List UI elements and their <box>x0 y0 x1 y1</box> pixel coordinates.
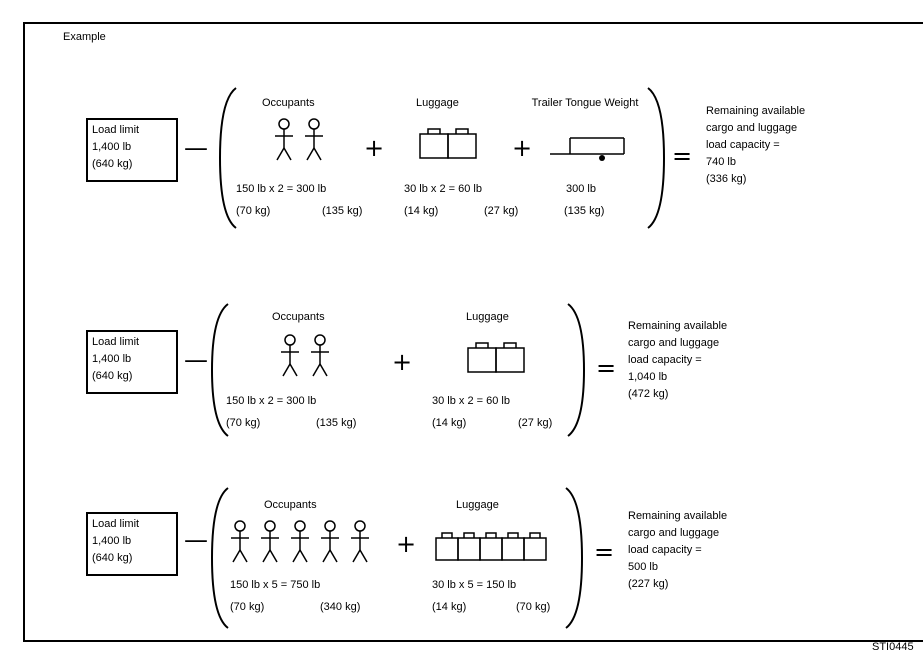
result-line: load capacity = <box>628 544 702 556</box>
remaining-capacity-result: Remaining available cargo and luggage load… <box>628 318 727 403</box>
load-limit-box: Load limit 1,400 lb (640 kg) <box>86 512 178 576</box>
luggage-icon <box>435 532 547 561</box>
tongue-weight-lb: 300 lb <box>566 183 596 195</box>
result-line: Remaining available <box>628 320 728 332</box>
result-line: Remaining available <box>628 510 728 522</box>
left-parenthesis <box>210 303 229 437</box>
result-line: (227 kg) <box>628 578 669 590</box>
right-parenthesis <box>647 87 666 229</box>
plus-sign: + <box>512 134 533 162</box>
occupants-label: Occupants <box>262 97 315 109</box>
result-line: cargo and luggage <box>628 337 720 349</box>
trailer-hitch-icon <box>550 137 625 161</box>
occupants-icon <box>231 520 369 563</box>
occupants-calc: 150 lb x 5 = 750 lb <box>230 579 321 591</box>
plus-sign: + <box>396 530 417 558</box>
load-limit-lb: 1,400 lb <box>92 141 132 153</box>
luggage-calc: 30 lb x 2 = 60 lb <box>404 183 482 195</box>
minus-sign: — <box>184 346 208 374</box>
luggage-kg-total: (27 kg) <box>484 205 519 217</box>
load-limit-box: Load limit 1,400 lb (640 kg) <box>86 330 178 394</box>
trailer-tongue-weight-label: Trailer Tongue Weight <box>531 97 639 109</box>
luggage-item-kg: (14 kg) <box>432 417 467 429</box>
result-line: 740 lb <box>706 156 736 168</box>
right-parenthesis <box>567 303 586 437</box>
minus-sign: — <box>184 526 208 554</box>
luggage-label: Luggage <box>456 499 499 511</box>
result-line: 500 lb <box>628 561 658 573</box>
occupants-label: Occupants <box>272 311 325 323</box>
luggage-item-kg: (14 kg) <box>404 205 439 217</box>
occupants-kg-total: (135 kg) <box>322 205 363 217</box>
luggage-kg-total: (70 kg) <box>516 601 551 613</box>
result-line: load capacity = <box>628 354 702 366</box>
result-line: cargo and luggage <box>628 527 720 539</box>
left-parenthesis <box>210 487 229 629</box>
load-limit-lb: 1,400 lb <box>92 353 132 365</box>
figure-code: STI0445 <box>872 641 914 653</box>
equals-sign: = <box>594 538 615 566</box>
load-limit-label: Load limit <box>92 336 140 348</box>
luggage-item-kg: (14 kg) <box>432 601 467 613</box>
occupants-icon <box>275 118 323 161</box>
result-line: Remaining available <box>706 105 806 117</box>
result-line: (472 kg) <box>628 388 669 400</box>
load-limit-kg: (640 kg) <box>92 158 133 170</box>
example-heading: Example <box>63 31 106 43</box>
luggage-calc: 30 lb x 2 = 60 lb <box>432 395 510 407</box>
occupants-icon <box>281 334 329 377</box>
luggage-kg-total: (27 kg) <box>518 417 553 429</box>
load-limit-box: Load limit 1,400 lb (640 kg) <box>86 118 178 182</box>
load-limit-kg: (640 kg) <box>92 370 133 382</box>
luggage-label: Luggage <box>416 97 459 109</box>
luggage-icon <box>467 342 525 373</box>
occupants-kg-total: (135 kg) <box>316 417 357 429</box>
occupants-calc: 150 lb x 2 = 300 lb <box>236 183 327 195</box>
plus-sign: + <box>392 348 413 376</box>
load-limit-lb: 1,400 lb <box>92 535 132 547</box>
tongue-weight-kg: (135 kg) <box>564 205 605 217</box>
figure-frame <box>23 22 923 642</box>
load-limit-kg: (640 kg) <box>92 552 133 564</box>
plus-sign: + <box>364 134 385 162</box>
result-line: load capacity = <box>706 139 780 151</box>
occupants-calc: 150 lb x 2 = 300 lb <box>226 395 317 407</box>
occupant-kg: (70 kg) <box>226 417 261 429</box>
luggage-icon <box>419 128 477 159</box>
equals-sign: = <box>672 142 693 170</box>
load-limit-label: Load limit <box>92 518 140 530</box>
luggage-calc: 30 lb x 5 = 150 lb <box>432 579 517 591</box>
left-parenthesis <box>218 87 237 229</box>
equals-sign: = <box>596 354 617 382</box>
luggage-label: Luggage <box>466 311 509 323</box>
occupant-kg: (70 kg) <box>230 601 265 613</box>
result-line: (336 kg) <box>706 173 747 185</box>
remaining-capacity-result: Remaining available cargo and luggage load… <box>628 508 727 593</box>
right-parenthesis <box>565 487 584 629</box>
minus-sign: — <box>184 134 208 162</box>
occupant-kg: (70 kg) <box>236 205 271 217</box>
occupants-kg-total: (340 kg) <box>320 601 361 613</box>
remaining-capacity-result: Remaining available cargo and luggage load… <box>706 103 805 188</box>
result-line: cargo and luggage <box>706 122 798 134</box>
load-limit-label: Load limit <box>92 124 140 136</box>
result-line: 1,040 lb <box>628 371 668 383</box>
occupants-label: Occupants <box>264 499 317 511</box>
